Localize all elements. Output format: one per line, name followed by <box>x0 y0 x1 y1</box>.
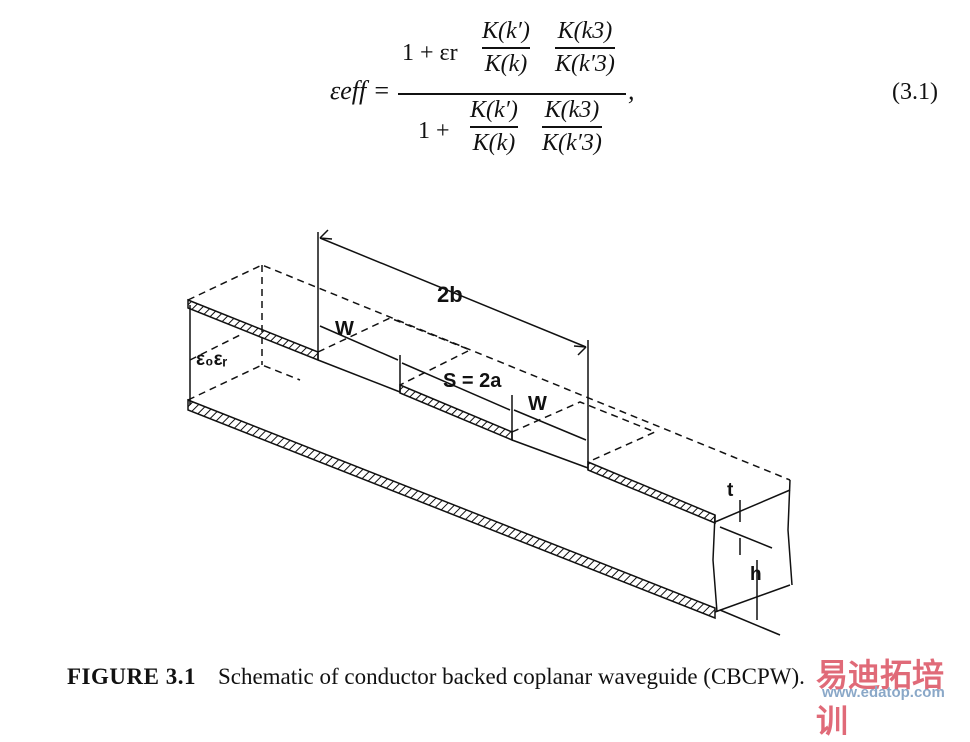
label-s: S = 2a <box>443 370 502 392</box>
numerator-prefix: 1 + εr <box>402 40 458 66</box>
equation-number: (3.1) <box>892 79 938 105</box>
label-permittivity: ε₀εᵣ <box>196 349 228 370</box>
fraction: K(k′) K(k) <box>470 97 518 157</box>
figure-caption: FIGURE 3.1 Schematic of conductor backed … <box>67 664 805 690</box>
denominator-prefix: 1 + <box>418 118 450 144</box>
frac-den: K(k′3) <box>555 50 615 77</box>
cbcpw-schematic: 2b W S = 2a W ε₀εᵣ t h <box>187 229 793 636</box>
caption-label: FIGURE 3.1 <box>67 664 196 689</box>
center-strip <box>399 383 513 442</box>
frac-num: K(k′) <box>470 97 518 123</box>
frac-num: K(k3) <box>557 18 613 44</box>
right-ground-strip <box>587 460 716 525</box>
frac-num: K(k3) <box>544 97 600 123</box>
watermark-url: www.edatop.com <box>822 684 945 701</box>
equation-lhs: εeff = <box>330 76 391 105</box>
label-w-left: W <box>335 318 354 340</box>
label-t: t <box>727 480 734 501</box>
frac-num: K(k′) <box>482 18 530 44</box>
frac-den: K(k) <box>472 129 516 156</box>
main-fraction-bar <box>398 93 626 95</box>
fraction: K(k3) K(k′3) <box>555 18 615 78</box>
fraction: K(k3) K(k′3) <box>542 97 602 157</box>
label-h: h <box>750 564 762 585</box>
caption-text: Schematic of conductor backed coplanar w… <box>217 664 805 689</box>
label-2b: 2b <box>437 282 463 307</box>
label-w-right: W <box>528 393 547 415</box>
frac-den: K(k′3) <box>542 129 602 156</box>
comma: , <box>628 76 635 105</box>
frac-den: K(k) <box>484 50 528 77</box>
ground-plane <box>187 398 716 620</box>
hidden-edges <box>187 264 791 481</box>
fraction: K(k′) K(k) <box>482 18 530 78</box>
